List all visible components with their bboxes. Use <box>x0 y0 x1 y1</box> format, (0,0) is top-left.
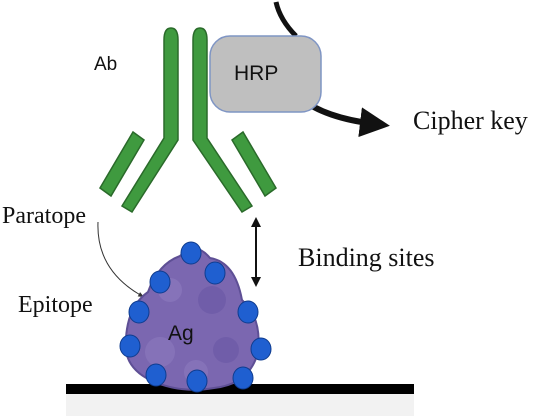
binding-sites-label: Binding sites <box>298 243 435 272</box>
light-chain-left <box>99 130 145 198</box>
epitope-dot <box>149 270 171 294</box>
antigen-label: Ag <box>168 322 194 345</box>
epitope-dot <box>204 261 226 285</box>
hrp-label: HRP <box>234 62 279 85</box>
heavy-chain-left <box>120 27 179 214</box>
y-shaped-antibody-icon <box>99 27 277 214</box>
surface-shadow <box>66 394 414 416</box>
hrp-tether-line <box>273 1 298 38</box>
epitope-dot <box>119 334 141 358</box>
epitope-dot <box>250 337 272 361</box>
epitope-dot <box>186 369 208 393</box>
antibody-label: Ab <box>94 54 118 75</box>
epitope-dot <box>232 366 254 390</box>
epitope-dot <box>237 300 259 324</box>
light-chain-right <box>231 130 277 198</box>
heavy-chain-right <box>192 27 254 214</box>
paratope-label: Paratope <box>2 203 86 229</box>
epitope-dot <box>128 300 150 324</box>
paratope-pointer <box>97 221 145 298</box>
epitope-dots <box>119 241 272 393</box>
hrp-enzyme-box <box>209 35 322 113</box>
epitope-dot <box>180 241 202 265</box>
epitope-label: Epitope <box>18 292 93 318</box>
cipher-key-label: Cipher key <box>413 106 528 135</box>
epitope-dot <box>145 363 167 387</box>
